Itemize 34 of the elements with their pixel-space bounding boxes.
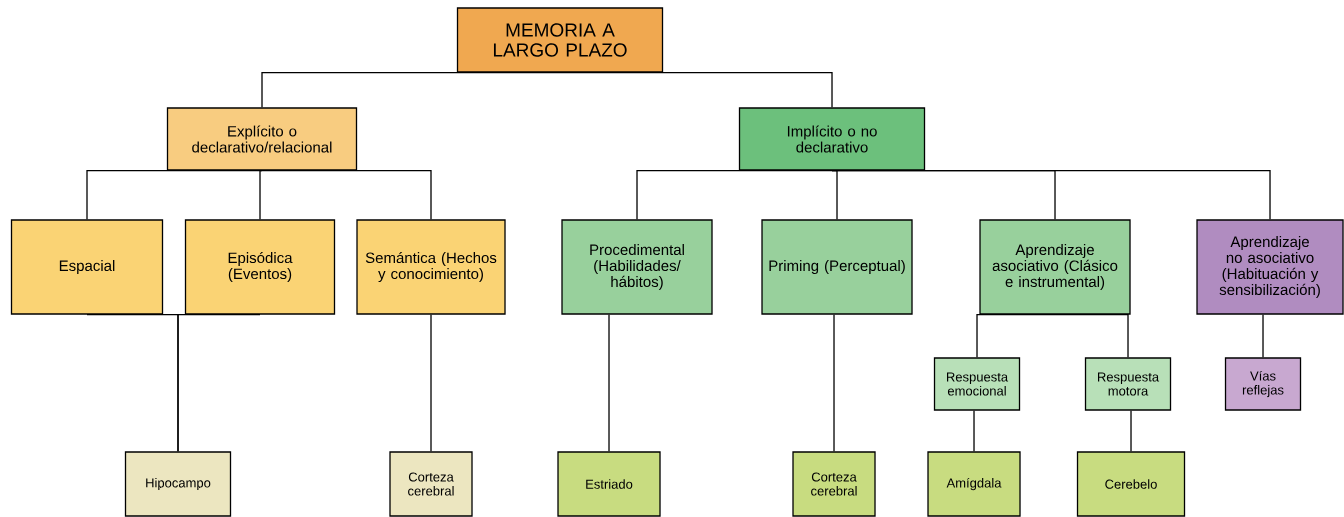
concept-box: Episódica (Eventos) [184, 219, 336, 315]
concept-box: Corteza cerebral [389, 451, 473, 517]
connector-line [831, 170, 1271, 220]
concept-box: Respuesta emocional [933, 357, 1021, 411]
connector-line [1130, 410, 1132, 452]
connector-line [1054, 314, 1129, 358]
concept-box: Explícito o declarativo/relacional [166, 107, 358, 171]
connector-line [261, 170, 432, 220]
concept-box: Corteza cerebral [792, 451, 876, 517]
concept-box: Respuesta motora [1084, 357, 1172, 411]
concept-box: Estriado [557, 451, 661, 517]
concept-box: Aprendizaje no asociativo (Habituación y sensibilización) [1196, 219, 1344, 315]
connector-line [1262, 314, 1264, 358]
concept-box: Hipocampo [124, 451, 232, 517]
connector-line [259, 170, 263, 220]
connector-line [636, 170, 833, 220]
connector-line [833, 314, 835, 452]
concept-box: MEMORIA A LARGO PLAZO [456, 7, 664, 73]
concept-box: Procedimental (Habilidades/ hábitos) [561, 219, 713, 315]
concept-box: Priming (Perceptual) [761, 219, 913, 315]
concept-box: Espacial [10, 219, 164, 315]
connector-line [430, 314, 432, 452]
connector-line [559, 72, 833, 108]
concept-box: Aprendizaje asociativo (Clásico e instrumental) [979, 219, 1131, 315]
concept-box: Amígdala [927, 451, 1021, 517]
concept-box: Vías reflejas [1224, 357, 1302, 411]
connector-line [261, 72, 561, 108]
concept-box: Implícito o no declarativo [738, 107, 926, 171]
connector-line [976, 314, 1056, 358]
connector-line [608, 314, 610, 452]
connector-line [973, 410, 975, 452]
concept-box: Semántica (Hechos y conocimiento) [356, 219, 506, 315]
concept-box: Cerebelo [1076, 451, 1186, 517]
connector-line [177, 314, 261, 452]
